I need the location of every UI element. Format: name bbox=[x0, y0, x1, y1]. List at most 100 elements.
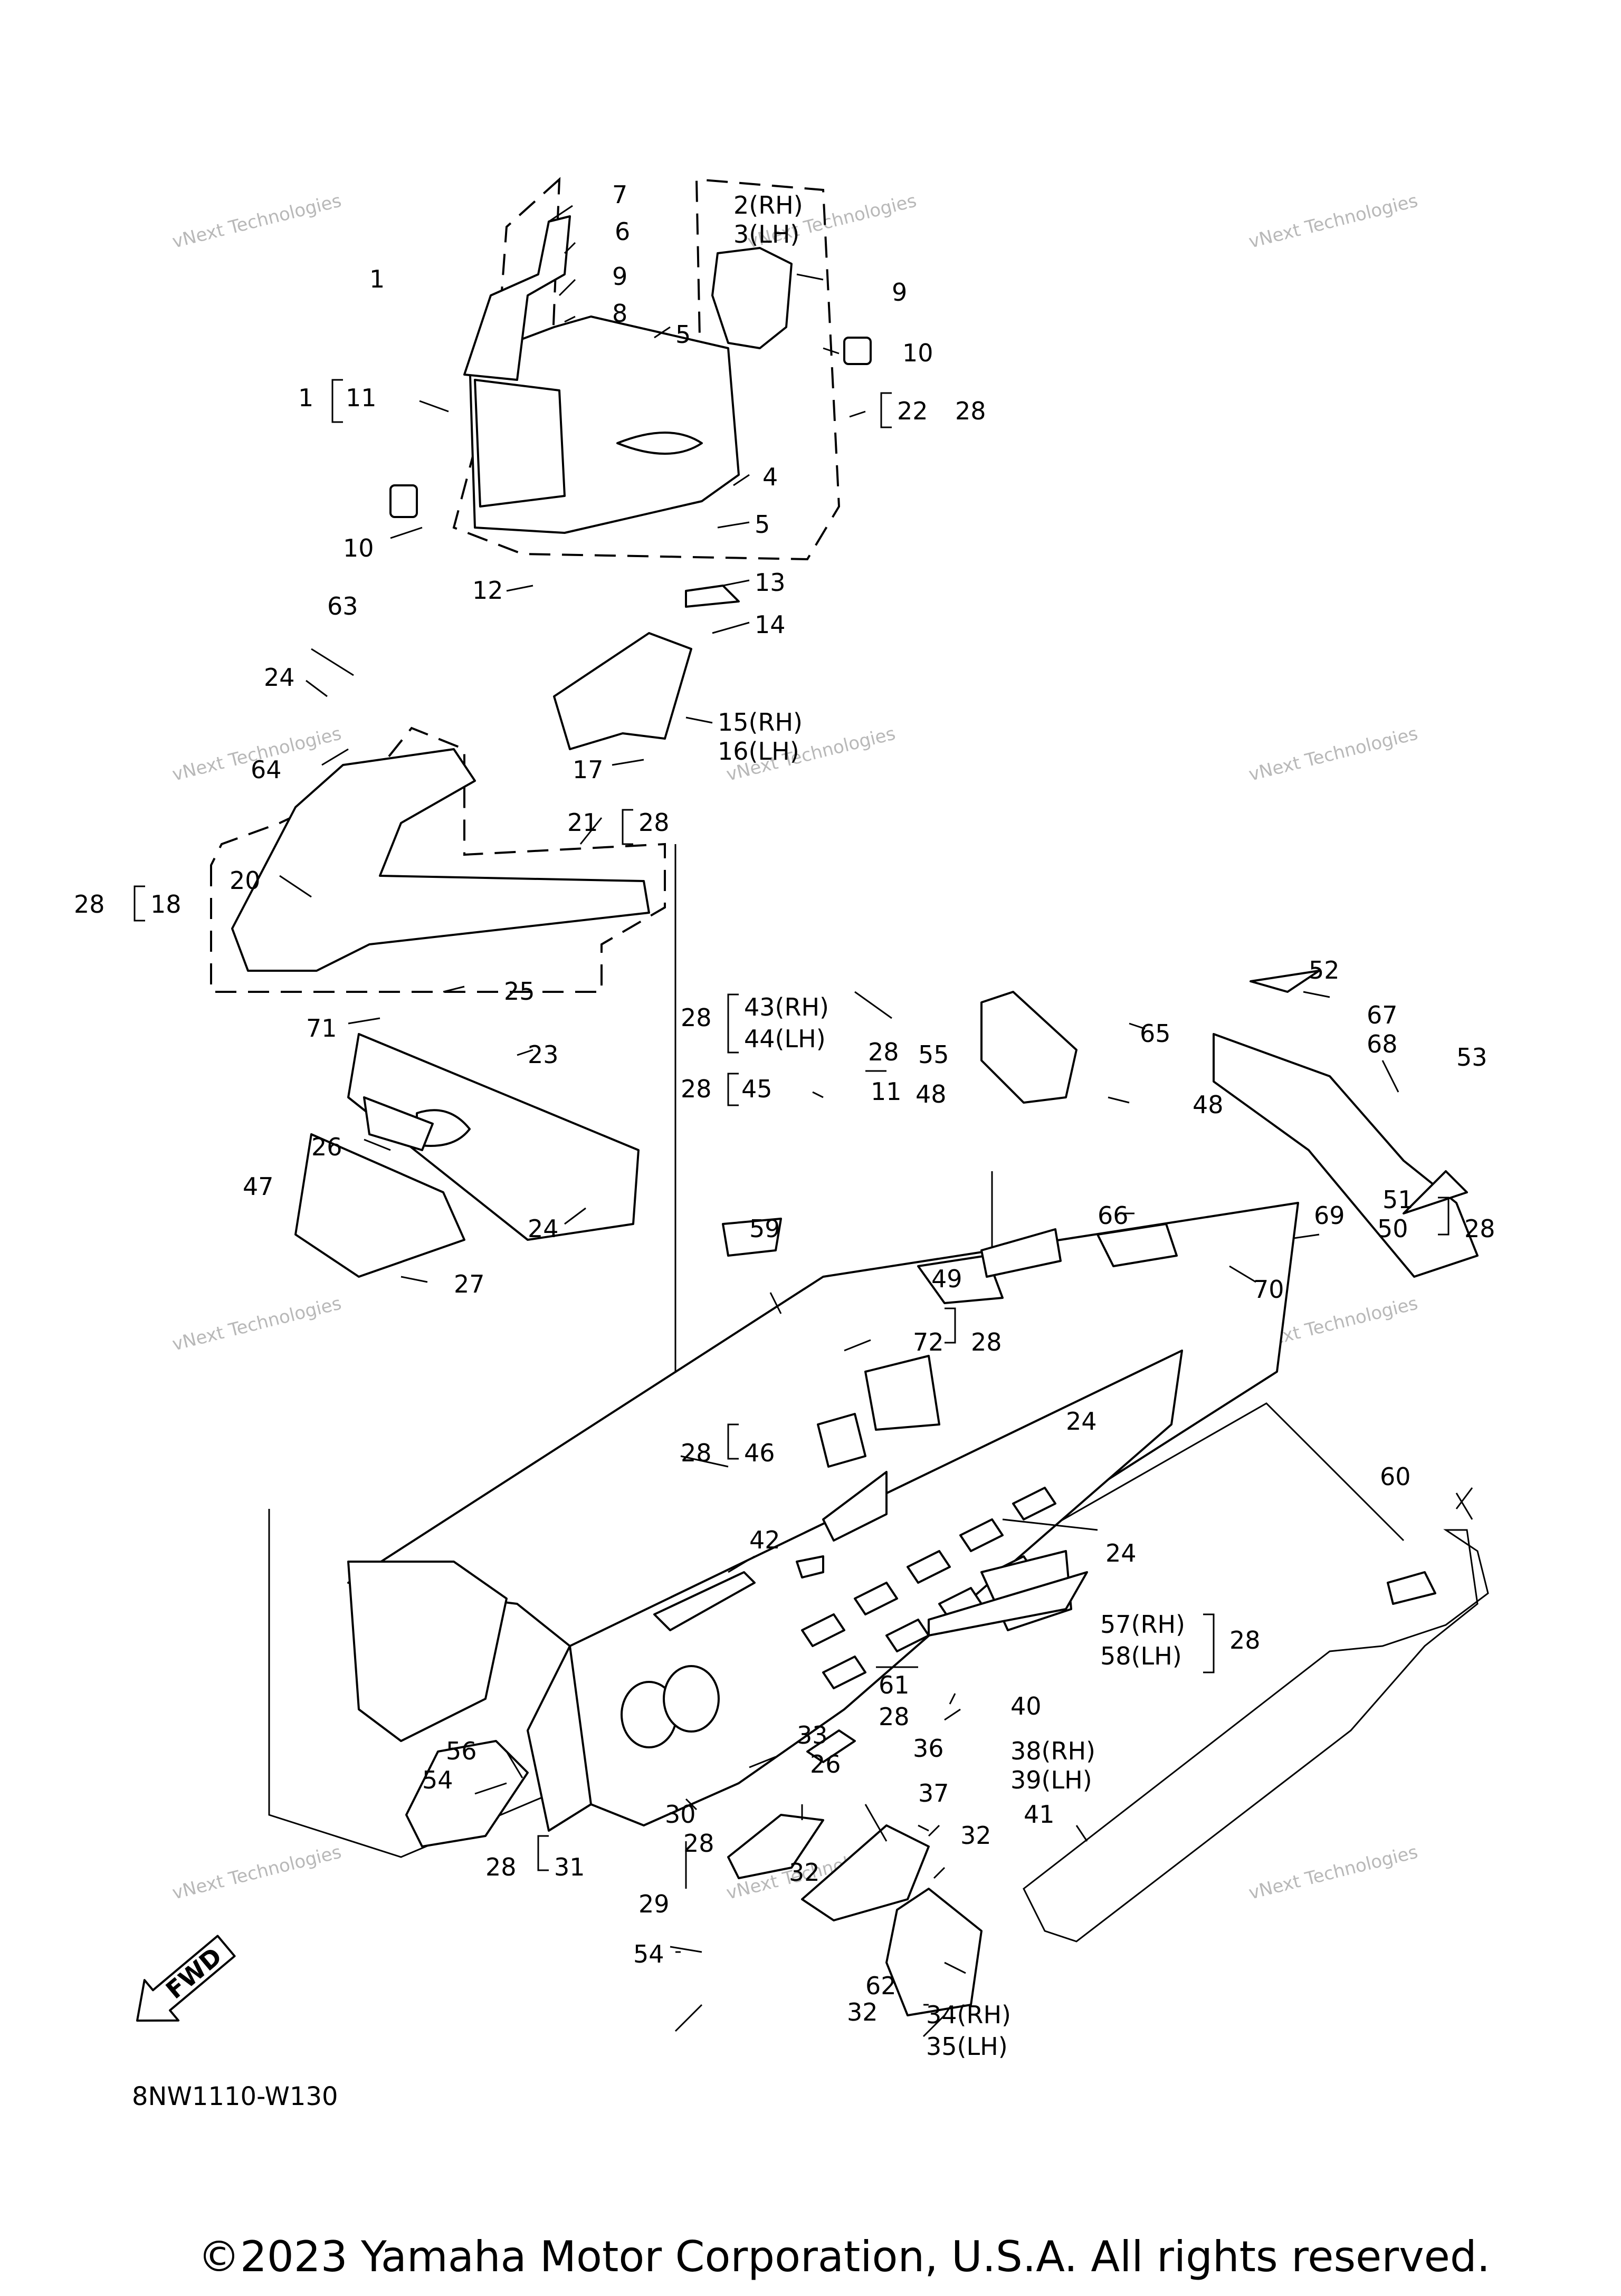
label-38-rh: 38(RH) bbox=[1010, 1737, 1095, 1765]
label-48b: 48 bbox=[1193, 1090, 1224, 1119]
leader-lines bbox=[279, 205, 1473, 2037]
front-frame-assembly bbox=[389, 177, 872, 750]
label-56: 56 bbox=[446, 1737, 477, 1765]
label-10: 10 bbox=[902, 339, 933, 367]
label-28h: 28 bbox=[971, 1328, 1002, 1356]
label-54: 54 bbox=[422, 1766, 453, 1794]
label-7: 7 bbox=[612, 180, 627, 209]
label-28g: 28 bbox=[1464, 1214, 1495, 1243]
label-21: 21 bbox=[567, 808, 598, 837]
label-67: 67 bbox=[1367, 1001, 1398, 1029]
label-48: 48 bbox=[916, 1080, 947, 1108]
watermark: vNext Technologies bbox=[1247, 190, 1420, 252]
label-69: 69 bbox=[1314, 1201, 1345, 1230]
label-28k: 28 bbox=[879, 1702, 910, 1731]
label-43-rh: 43(RH) bbox=[744, 993, 829, 1021]
label-55: 55 bbox=[918, 1040, 949, 1069]
copyright-text: ©2023 Yamaha Motor Corporation, U.S.A. A… bbox=[198, 2232, 1490, 2281]
label-9b: 9 bbox=[892, 278, 907, 307]
label-24b: 24 bbox=[528, 1214, 559, 1243]
label-57-rh: 57(RH) bbox=[1100, 1610, 1185, 1639]
tunnel-assembly bbox=[268, 844, 1489, 2016]
part-labels: 7 6 1 9 8 5 2(RH) 3(LH) 9 10 22 28 1 11 … bbox=[74, 180, 1495, 2061]
label-39-lh: 39(LH) bbox=[1010, 1766, 1092, 1794]
label-28e: 28 bbox=[868, 1038, 899, 1066]
label-60: 60 bbox=[1380, 1462, 1411, 1491]
label-28j: 28 bbox=[1229, 1626, 1261, 1654]
label-5b: 5 bbox=[755, 510, 770, 539]
label-24c: 24 bbox=[1066, 1407, 1097, 1436]
label-70: 70 bbox=[1253, 1275, 1284, 1304]
label-49: 49 bbox=[931, 1265, 962, 1293]
label-14: 14 bbox=[755, 610, 786, 639]
label-28m: 28 bbox=[485, 1853, 517, 1881]
bracket-marks bbox=[134, 379, 1450, 1871]
label-31: 31 bbox=[554, 1853, 585, 1881]
label-40: 40 bbox=[1010, 1692, 1042, 1720]
label-66: 66 bbox=[1098, 1201, 1129, 1230]
label-32c: 32 bbox=[847, 1998, 878, 2026]
label-11: 11 bbox=[346, 384, 377, 412]
watermark: vNext Technologies bbox=[170, 1293, 344, 1355]
label-5: 5 bbox=[675, 320, 691, 349]
label-46: 46 bbox=[744, 1439, 775, 1467]
label-1b: 1 bbox=[298, 384, 313, 412]
label-23: 23 bbox=[528, 1040, 559, 1069]
label-25: 25 bbox=[504, 977, 535, 1006]
label-13: 13 bbox=[755, 568, 786, 597]
label-71: 71 bbox=[306, 1014, 337, 1042]
label-24d: 24 bbox=[1105, 1539, 1137, 1567]
label-22: 22 bbox=[897, 397, 928, 425]
label-28d: 28 bbox=[681, 1003, 712, 1032]
label-53: 53 bbox=[1456, 1043, 1487, 1072]
label-42: 42 bbox=[749, 1526, 780, 1554]
label-28b: 28 bbox=[638, 808, 670, 837]
watermark: vNext Technologies bbox=[170, 1841, 344, 1903]
label-50: 50 bbox=[1377, 1214, 1408, 1243]
label-26: 26 bbox=[311, 1133, 342, 1161]
label-58-lh: 58(LH) bbox=[1100, 1642, 1182, 1670]
label-27: 27 bbox=[454, 1270, 485, 1298]
label-41: 41 bbox=[1024, 1800, 1055, 1829]
label-28i: 28 bbox=[681, 1439, 712, 1467]
label-54b: 54 bbox=[633, 1940, 664, 1968]
label-11b: 11 bbox=[871, 1077, 902, 1106]
label-37: 37 bbox=[918, 1779, 949, 1807]
watermark: vNext Technologies bbox=[1247, 1841, 1420, 1903]
label-3-lh: 3(LH) bbox=[733, 220, 799, 248]
label-52: 52 bbox=[1309, 956, 1340, 984]
label-26b: 26 bbox=[810, 1750, 841, 1778]
label-16-lh: 16(LH) bbox=[718, 737, 799, 766]
label-59: 59 bbox=[749, 1214, 780, 1243]
fwd-arrow-icon: FWD bbox=[136, 1935, 236, 2022]
label-28f: 28 bbox=[681, 1075, 712, 1103]
label-18: 18 bbox=[150, 890, 182, 919]
label-32: 32 bbox=[960, 1821, 991, 1850]
label-72: 72 bbox=[913, 1328, 944, 1356]
label-32b: 32 bbox=[789, 1858, 820, 1887]
label-35-lh: 35(LH) bbox=[926, 2032, 1008, 2061]
label-17: 17 bbox=[573, 755, 604, 784]
bumper-frame-assembly bbox=[210, 726, 666, 1278]
label-36: 36 bbox=[913, 1734, 944, 1763]
label-62: 62 bbox=[865, 1972, 897, 2000]
label-28: 28 bbox=[955, 397, 986, 425]
label-68: 68 bbox=[1367, 1030, 1398, 1058]
label-63: 63 bbox=[327, 592, 358, 620]
diagram-code: 8NW1110-W130 bbox=[132, 2082, 338, 2111]
label-51: 51 bbox=[1382, 1185, 1414, 1214]
label-4: 4 bbox=[762, 463, 778, 491]
label-20: 20 bbox=[230, 866, 261, 895]
label-2-rh: 2(RH) bbox=[733, 191, 803, 219]
label-33: 33 bbox=[797, 1721, 828, 1749]
label-8: 8 bbox=[612, 299, 627, 328]
tunnel-vents bbox=[801, 1487, 1056, 1689]
label-61: 61 bbox=[879, 1671, 910, 1699]
label-44-lh: 44(LH) bbox=[744, 1025, 826, 1053]
label-30: 30 bbox=[665, 1800, 696, 1829]
label-9: 9 bbox=[612, 262, 627, 291]
label-47: 47 bbox=[243, 1172, 274, 1201]
label-29: 29 bbox=[638, 1890, 670, 1918]
watermark: vNext Technologies bbox=[1247, 723, 1420, 785]
